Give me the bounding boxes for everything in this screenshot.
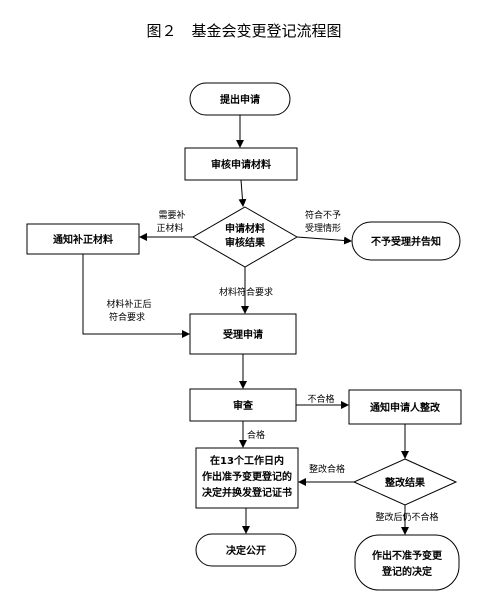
node-review-materials bbox=[184, 147, 298, 181]
node-accept bbox=[189, 313, 297, 355]
node-deny-decision bbox=[354, 534, 460, 591]
node-examine-label: 审查 bbox=[233, 399, 254, 412]
node-start-label: 提出申请 bbox=[220, 93, 260, 106]
chart-title: 图２ 基金会变更登记流程图 bbox=[146, 22, 341, 40]
node-decide-issue-line1: 在13个工作日内 bbox=[210, 454, 284, 467]
node-decide-issue-line3: 决定并换发登记证书 bbox=[202, 486, 292, 499]
node-review-materials-label: 审核申请材料 bbox=[211, 158, 271, 171]
node-decide-issue-line2: 作出准予变更登记的 bbox=[202, 470, 292, 483]
node-deny-decision-line1: 作出不准予变更 bbox=[372, 549, 443, 562]
node-accept-label: 受理申请 bbox=[223, 328, 263, 341]
node-notify-rectify bbox=[348, 389, 462, 425]
edge-label-supplemented-2: 符合要求 bbox=[109, 311, 145, 323]
edge-label-not-qualified-1: 符合不予 bbox=[305, 209, 341, 221]
node-decide-issue bbox=[195, 447, 299, 509]
edge-label-not-qualified-2: 受理情形 bbox=[305, 222, 341, 234]
edge-decision-to-reject bbox=[296, 236, 352, 245]
node-review-result-line1: 申请材料 bbox=[225, 222, 265, 235]
edge-label-supplemented-1: 材料补正后 bbox=[106, 298, 151, 310]
edge-label-meets-requirements: 材料符合要求 bbox=[219, 286, 273, 298]
edge-label-need-supplement-2: 正材料 bbox=[156, 222, 183, 234]
edge-label-still-fail: 整改后仍不合格 bbox=[375, 511, 438, 523]
node-deny-decision-line2: 登记的决定 bbox=[381, 565, 432, 578]
edge-review-to-decision bbox=[238, 179, 247, 207]
node-review-result-line2: 审核结果 bbox=[225, 236, 266, 249]
node-rectify-result-label: 整改结果 bbox=[384, 476, 426, 489]
edge-label-fail: 不合格 bbox=[307, 393, 334, 405]
node-examine bbox=[189, 388, 297, 422]
node-reject-notify-label: 不予受理并告知 bbox=[371, 235, 441, 248]
node-notify-supplement-label: 通知补正材料 bbox=[53, 233, 113, 246]
node-publish-label: 决定公开 bbox=[226, 544, 266, 557]
node-notify-rectify-label: 通知申请人整改 bbox=[370, 401, 441, 414]
edge-label-rectified-pass: 整改合格 bbox=[309, 463, 345, 475]
edge-supplement-to-accept bbox=[82, 254, 190, 338]
edge-label-pass: 合格 bbox=[247, 429, 265, 441]
node-publish bbox=[195, 533, 297, 567]
node-reject-notify bbox=[351, 221, 461, 261]
edge-label-need-supplement-1: 需要补 bbox=[158, 209, 185, 221]
node-review-result bbox=[191, 206, 299, 268]
node-notify-supplement bbox=[26, 223, 140, 255]
